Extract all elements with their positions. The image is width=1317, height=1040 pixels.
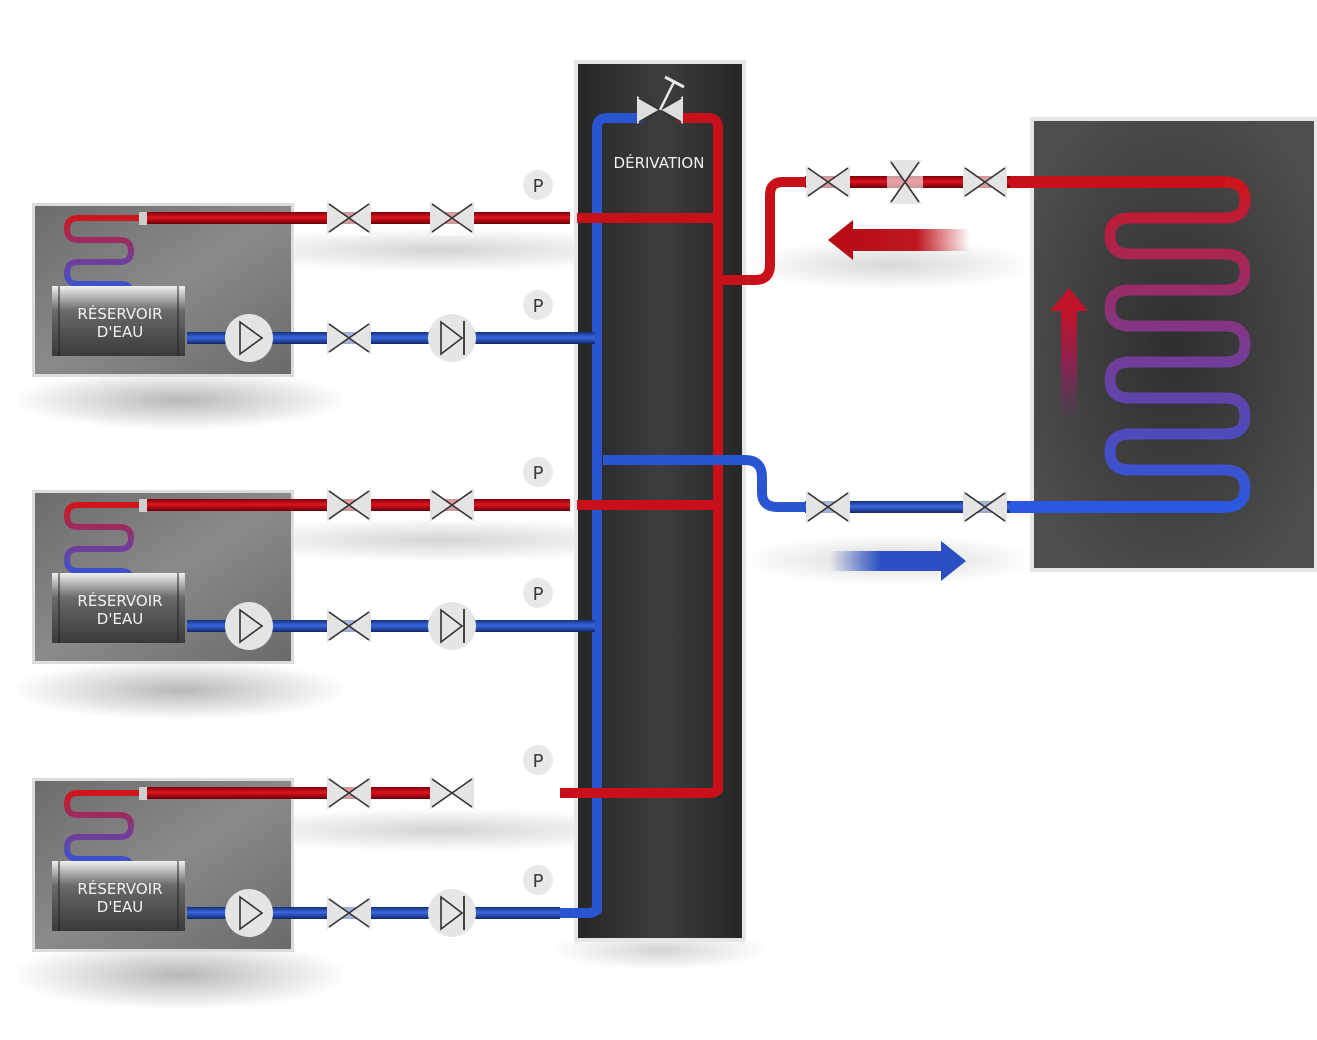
check-valve[interactable] [428,602,476,650]
valve-handle-icon [658,81,676,111]
gate-valve[interactable] [327,487,371,523]
flow-arrow-return-right-icon [830,541,966,581]
gate-valve[interactable] [327,320,371,356]
gate-valve[interactable] [963,164,1007,200]
circulation-pump[interactable] [225,602,273,650]
exchanger-pipes [805,176,1251,513]
gate-valve[interactable] [430,487,474,523]
reservoir-label-line2: D'EAU [97,610,143,628]
cold-return-line: P [187,578,595,650]
reservoir-label-line1: RÉSERVOIR [77,591,162,610]
hot-supply-line: P [147,170,717,236]
tank-coil [63,502,145,584]
heat-exchanger [1030,117,1317,572]
pressure-gauge: P [523,578,553,608]
check-valve[interactable] [428,889,476,937]
pressure-gauge: P [523,745,553,775]
reservoir-label-line1: RÉSERVOIR [77,304,162,323]
gate-valve[interactable] [806,164,850,200]
gate-valve[interactable] [327,895,371,931]
exchanger-coil [1104,176,1251,513]
cold-return-line: P [187,865,560,937]
circulation-pump[interactable] [225,314,273,362]
pressure-label: P [533,296,544,317]
gate-valve[interactable] [327,775,371,811]
bypass-valve[interactable] [637,75,685,124]
tank-coil [63,790,145,872]
flow-arrow-supply-left-icon [828,220,970,260]
gate-valve[interactable] [806,489,850,525]
check-valve[interactable] [428,314,476,362]
pressure-label: P [533,751,544,772]
circulation-pump[interactable] [225,889,273,937]
cold-return-line: P [187,290,595,362]
pressure-gauge: P [523,170,553,200]
gate-valve[interactable] [327,200,371,236]
pressure-label: P [533,871,544,892]
gate-valve[interactable] [327,608,371,644]
pressure-label: P [533,463,544,484]
reservoir-label-line2: D'EAU [97,898,143,916]
gate-valve[interactable] [430,775,474,811]
pressure-gauge: P [523,457,553,487]
manifold-pipes [560,113,805,918]
gate-valve[interactable] [430,200,474,236]
tank-coil [63,215,145,297]
bypass-label: DÉRIVATION [614,153,705,172]
reservoir-label-line1: RÉSERVOIR [77,879,162,898]
gate-valve[interactable] [963,489,1007,525]
balancing-valve[interactable] [887,160,923,204]
pressure-gauge: P [523,865,553,895]
reservoir-label-line2: D'EAU [97,323,143,341]
hot-supply-line: P [147,457,717,523]
hot-supply-line: P [147,745,553,811]
pressure-label: P [533,584,544,605]
arrow-up-icon [1050,288,1088,420]
pressure-label: P [533,176,544,197]
pressure-gauge: P [523,290,553,320]
